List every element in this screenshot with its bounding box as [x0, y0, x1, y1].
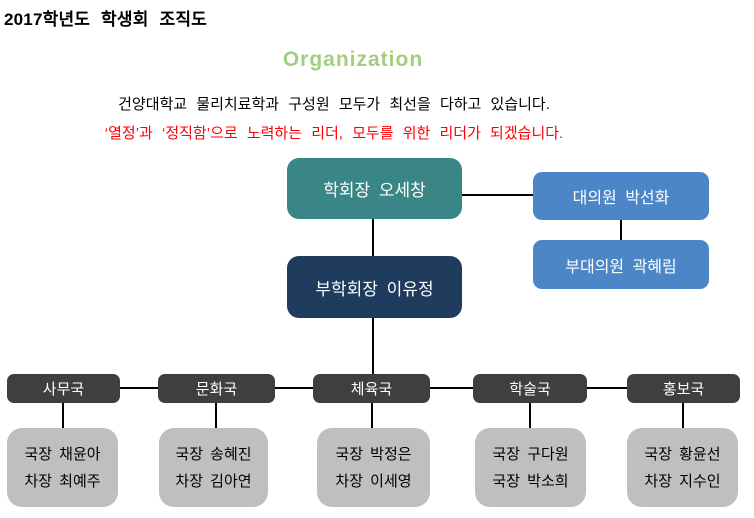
member-name: 국장 송혜진: [175, 445, 252, 463]
member-name: 차장 김아연: [175, 472, 252, 490]
connector-dept-4-5: [587, 387, 627, 389]
member-name: 차장 지수인: [644, 472, 721, 490]
connector-vicepresident-departments: [372, 318, 374, 374]
department-box-cheyukguk: 체육국: [313, 374, 430, 403]
connector-dept-1-2: [120, 387, 158, 389]
intro-line-1: 건양대학교 물리치료학과 구성원 모두가 최선을 다하고 있습니다.: [118, 96, 550, 113]
member-box-hongboguk: 국장 황윤선 차장 지수인: [627, 428, 738, 507]
connector-dept3-members: [371, 403, 373, 428]
vice-delegate-box: 부대의원 곽혜림: [533, 240, 709, 289]
member-box-samuguk: 국장 채윤아 차장 최예주: [7, 428, 118, 507]
department-box-hongboguk: 홍보국: [627, 374, 740, 403]
connector-dept4-members: [529, 403, 531, 428]
connector-dept-3-4: [430, 387, 473, 389]
intro-line-2: ‘열정’과 ‘정직함’으로 노력하는 리더, 모두를 위한 리더가 되겠습니다.: [104, 125, 564, 142]
department-box-munhwaguk: 문화국: [158, 374, 275, 403]
member-name: 차장 최예주: [24, 472, 101, 490]
member-name: 국장 채윤아: [24, 445, 101, 463]
president-box: 학회장 오세창: [287, 158, 462, 219]
connector-dept-2-3: [275, 387, 313, 389]
member-name: 국장 황윤선: [644, 445, 721, 463]
connector-delegate-vicedelegate: [620, 220, 622, 240]
connector-dept5-members: [682, 403, 684, 428]
member-box-cheyukguk: 국장 박정은 차장 이세영: [317, 428, 430, 507]
member-box-haksulguk: 국장 구다원 국장 박소희: [475, 428, 586, 507]
page-title: 2017학년도 학생회 조직도: [4, 10, 208, 29]
department-box-haksulguk: 학술국: [473, 374, 587, 403]
member-name: 국장 박소희: [492, 472, 569, 490]
connector-president-vicepresident: [372, 219, 374, 256]
member-box-munhwaguk: 국장 송혜진 차장 김아연: [159, 428, 268, 507]
member-name: 국장 구다원: [492, 445, 569, 463]
intro-text: 건양대학교 물리치료학과 구성원 모두가 최선을 다하고 있습니다. ‘열정’과…: [0, 93, 668, 143]
connector-dept1-members: [62, 403, 64, 428]
member-name: 차장 이세영: [335, 472, 412, 490]
organization-heading: Organization: [282, 48, 424, 71]
vice-president-box: 부학회장 이유정: [287, 256, 462, 318]
member-name: 국장 박정은: [335, 445, 412, 463]
connector-dept2-members: [215, 403, 217, 428]
connector-president-delegate: [462, 194, 533, 196]
delegate-box: 대의원 박선화: [533, 172, 709, 220]
department-box-samuguk: 사무국: [7, 374, 120, 403]
